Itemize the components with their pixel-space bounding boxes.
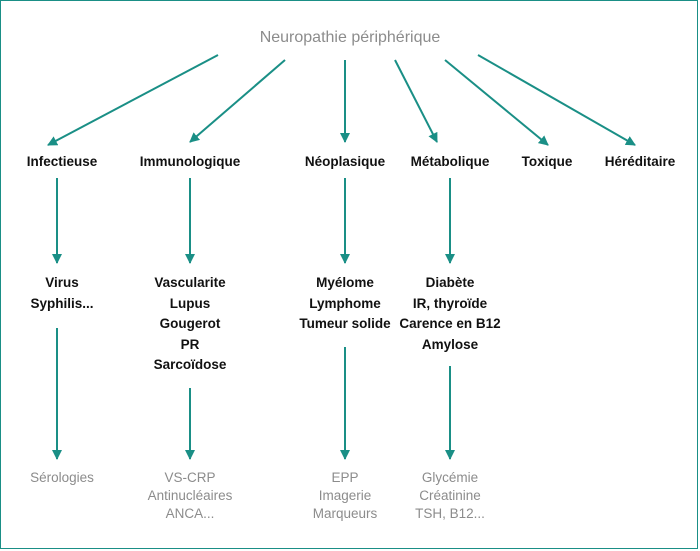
category-metabolique: Métabolique	[410, 154, 490, 169]
causes-metabolique: Diabète IR, thyroïde Carence en B12 Amyl…	[390, 273, 510, 355]
category-toxique: Toxique	[521, 154, 573, 169]
causes-immunologique: Vascularite Lupus Gougerot PR Sarcoïdose	[130, 273, 250, 376]
exam-item: Antinucléaires	[147, 488, 233, 503]
cause-item: Sarcoïdose	[153, 357, 227, 372]
exam-item: Imagerie	[318, 488, 372, 503]
causes-neoplasique: Myélome Lymphome Tumeur solide	[285, 273, 405, 335]
cause-item: PR	[180, 336, 200, 352]
examens-neoplasique: EPP Imagerie Marqueurs	[285, 469, 405, 523]
arrow-root-hereditaire	[477, 54, 636, 146]
cause-item: Virus	[45, 275, 79, 290]
exam-item: Sérologies	[30, 470, 94, 485]
cause-item: Lymphome	[309, 295, 381, 311]
category-neoplasique: Néoplasique	[304, 154, 386, 169]
causes-infectieuse: Virus Syphilis...	[7, 273, 117, 314]
arrow-root-immunologique	[189, 59, 286, 143]
examens-infectieuse: Sérologies	[7, 469, 117, 487]
exam-item: VS-CRP	[164, 470, 216, 485]
arrow-root-metabolique	[394, 59, 438, 143]
examens-metabolique: Glycémie Créatinine TSH, B12...	[390, 469, 510, 523]
arrow-root-toxique	[444, 59, 549, 146]
examens-immunologique: VS-CRP Antinucléaires ANCA...	[130, 469, 250, 523]
category-immunologique: Immunologique	[139, 154, 241, 169]
cause-item: IR, thyroïde	[412, 295, 488, 311]
root-node: Neuropathie périphérique	[259, 29, 441, 46]
exam-item: TSH, B12...	[415, 506, 485, 521]
exam-item: Créatinine	[419, 488, 481, 503]
exam-item: Marqueurs	[312, 506, 378, 521]
cause-item: Amylose	[421, 336, 479, 352]
exam-item: EPP	[331, 470, 359, 485]
cause-item: Tumeur solide	[299, 316, 391, 331]
category-infectieuse: Infectieuse	[26, 154, 98, 169]
cause-item: Carence en B12	[399, 316, 501, 331]
exam-item: Glycémie	[421, 470, 479, 485]
cause-item: Myélome	[316, 275, 374, 290]
cause-item: Vascularite	[154, 275, 226, 290]
arrow-root-infectieuse	[47, 54, 219, 146]
exam-item: ANCA...	[165, 506, 215, 521]
category-hereditaire: Héréditaire	[604, 154, 676, 169]
cause-item: Diabète	[425, 275, 475, 290]
cause-item: Syphilis...	[30, 295, 94, 311]
cause-item: Lupus	[169, 295, 211, 311]
cause-item: Gougerot	[159, 316, 221, 331]
